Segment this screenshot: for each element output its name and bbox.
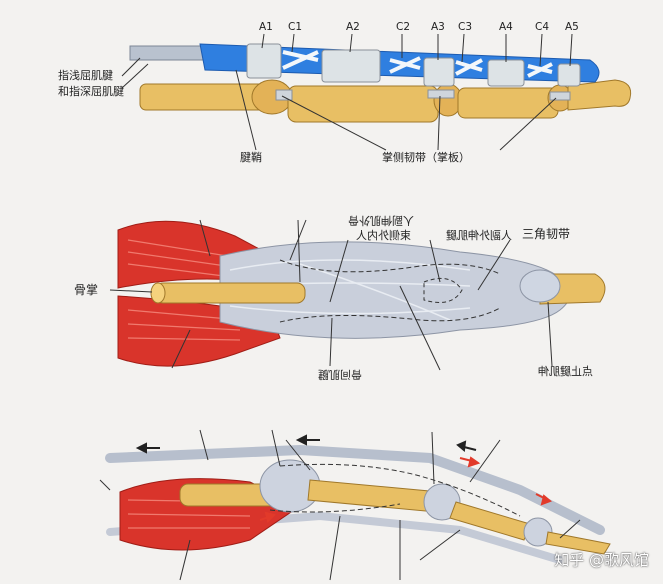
middle-phalanx	[457, 87, 559, 119]
dip-capsule	[519, 269, 561, 303]
label-dorsal-top-3: 人副外伸肌腱	[446, 229, 512, 242]
pulley-c1	[282, 50, 319, 70]
pulley-label-c2: C2	[396, 21, 411, 33]
watermark: 知乎 @歌风馆	[554, 551, 649, 569]
label-volar-plate: 掌侧韧带（掌板）	[382, 151, 470, 164]
label-extensor-insertion: 点止腱肌伸	[538, 365, 593, 378]
metacarpal-bone-dorsal	[154, 282, 306, 304]
proximal-phalanx	[287, 85, 439, 123]
pulley-a4	[487, 59, 525, 87]
label-flexor-superficialis: 指浅屈肌腱	[58, 69, 113, 82]
pulley-label-a3: A3	[431, 21, 445, 33]
label-flexor-profundus: 和指深屈肌腱	[58, 85, 124, 98]
pulley-label-c1: C1	[288, 21, 303, 33]
pip-capsule-lateral	[423, 483, 461, 521]
pulley-c2	[389, 56, 421, 74]
pulley-c4	[527, 62, 553, 78]
label-tendon-sheath: 腱鞘	[240, 151, 262, 164]
distal-phalanx-lateral	[545, 531, 611, 555]
pulley-label-a1: A1	[259, 21, 273, 33]
pulley-a1	[246, 43, 282, 79]
label-dorsal-top-1: 人副伸肌外骨	[348, 214, 414, 227]
extensor-lateral-illustration	[99, 429, 611, 581]
label-triangular-ligament: 三角韧带	[522, 227, 571, 241]
pulley-label-c4: C4	[535, 21, 550, 33]
pulley-a5	[557, 63, 581, 87]
middle-phalanx-lateral	[449, 501, 531, 541]
label-interosseous-tendon: 骨间肌腱	[318, 368, 362, 381]
distal-phalanx	[567, 79, 632, 111]
dip-capsule-lateral	[523, 517, 553, 547]
pulley-a2	[321, 49, 381, 83]
label-metacarpal: 骨掌	[74, 283, 99, 297]
extensor-dorsal-illustration	[109, 219, 606, 371]
panel-extensor-lateral	[0, 420, 663, 584]
metacarpal-bone	[139, 83, 271, 111]
panel-flexor-sheath: A1 C1 A2 C2 A3 C3 A4 C4 A5 指浅屈肌腱 和指深屈肌腱 …	[0, 0, 663, 180]
flexor-sheath-illustration	[121, 33, 632, 151]
pulley-label-a2: A2	[346, 21, 360, 33]
proximal-phalanx-lateral	[307, 479, 441, 513]
pulley-label-c3: C3	[458, 21, 473, 33]
label-dorsal-top-2: 束侧外内人	[356, 229, 411, 242]
pulley-a3	[423, 57, 455, 87]
panel-extensor-dorsal: 骨掌 三角韧带 人副伸肌外骨 束侧外内人 人副外伸肌腱 骨间肌腱 点止腱肌伸	[0, 190, 663, 390]
pulley-label-a4: A4	[499, 21, 513, 33]
pulley-c3	[455, 58, 483, 76]
pulley-label-a5: A5	[565, 21, 579, 33]
